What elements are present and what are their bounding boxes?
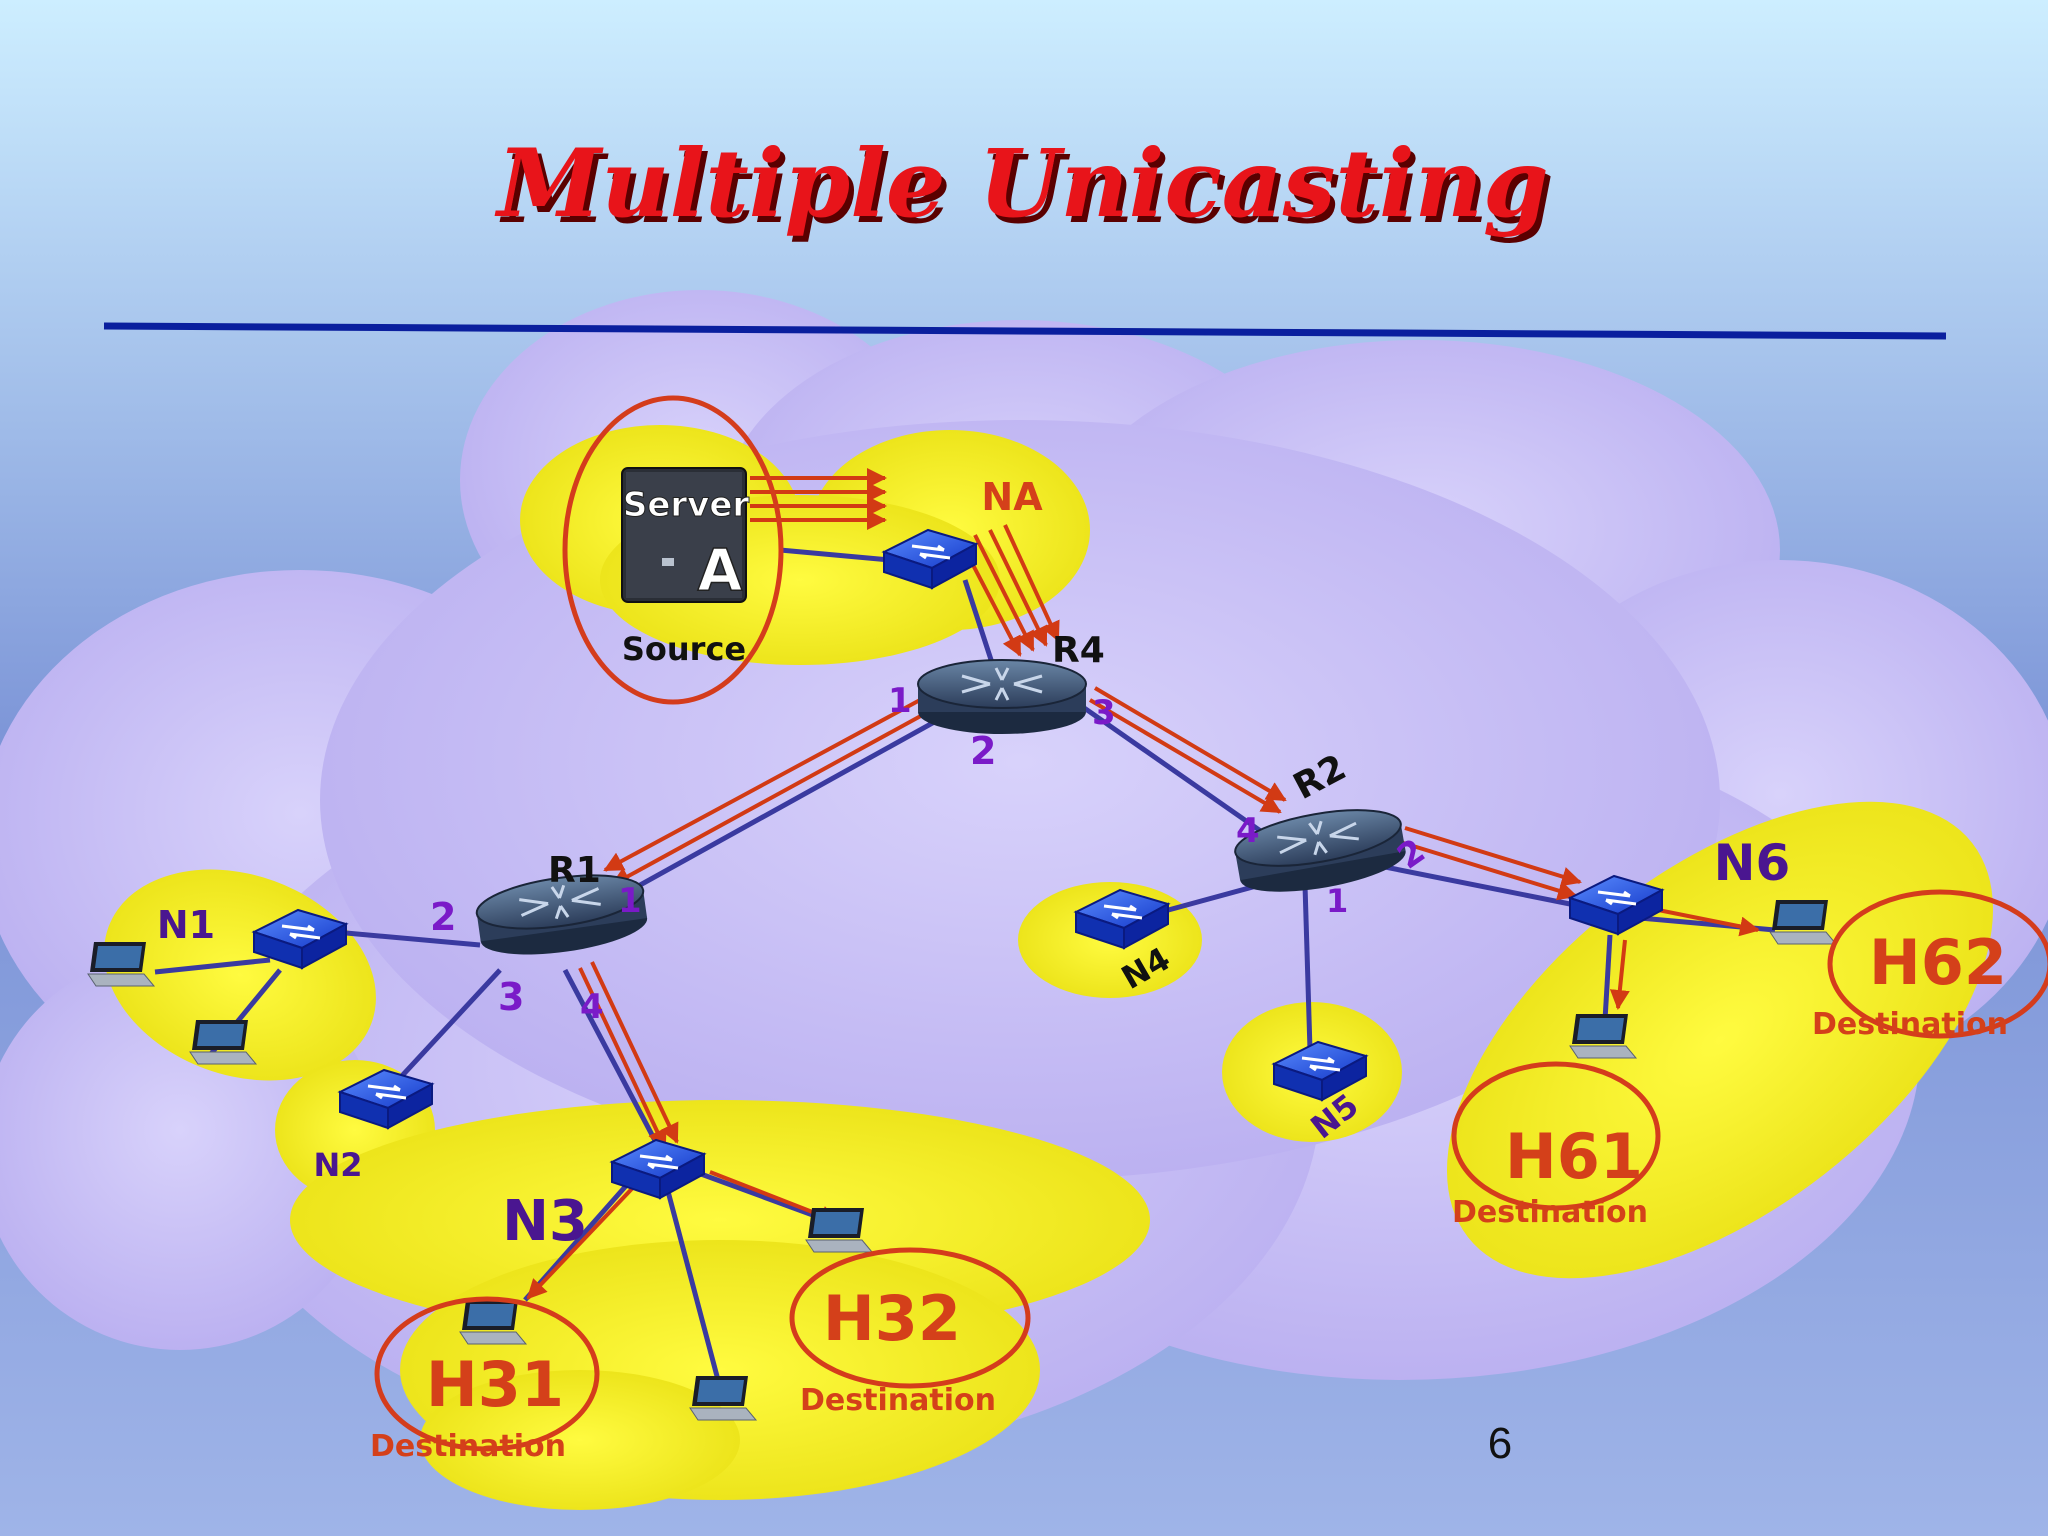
- port-label: 3: [498, 975, 524, 1019]
- host-label: H62: [1869, 926, 2007, 999]
- router-icon[interactable]: [916, 658, 1088, 736]
- host-role: Destination: [1812, 1007, 2008, 1042]
- host-role: Destination: [370, 1429, 566, 1464]
- title-divider: [103, 322, 1947, 340]
- host-h31[interactable]: H31 Destination: [370, 1296, 600, 1464]
- network-label-n2: N2: [313, 1146, 362, 1184]
- port-label: 4: [580, 987, 604, 1027]
- source-highlight: [562, 395, 784, 705]
- port-label: 3: [1092, 693, 1116, 733]
- source-label: Source: [622, 630, 746, 668]
- host-role: Destination: [800, 1383, 996, 1418]
- port-label: 2: [970, 729, 996, 773]
- router-label-r1: R1: [548, 850, 601, 891]
- host-label: H61: [1505, 1120, 1643, 1193]
- host-highlight: [1451, 1061, 1661, 1211]
- host-h32[interactable]: H32 Destination: [789, 1247, 1031, 1418]
- host-role: Destination: [1452, 1195, 1648, 1230]
- network-label-na: NA: [981, 475, 1043, 519]
- port-label: 4: [1236, 811, 1260, 851]
- network-label-n6: N6: [1714, 834, 1791, 892]
- host-highlight: [374, 1296, 600, 1452]
- host-label: H32: [823, 1282, 961, 1355]
- unicast-arrows: [526, 468, 1760, 1300]
- port-label: 2: [430, 895, 456, 939]
- page-number: 6: [1488, 1419, 1512, 1468]
- port-label: 1: [618, 881, 642, 921]
- slide-title-shadow: Multiple Unicasting: [499, 135, 1554, 245]
- slide-title: Multiple Unicasting Multiple Unicasting: [494, 129, 1554, 245]
- port-label: 1: [888, 681, 912, 721]
- port-label: 1: [1326, 882, 1348, 920]
- server-letter: A: [698, 536, 743, 604]
- network-label-n1: N1: [157, 903, 215, 947]
- network-label-n3: N3: [502, 1189, 588, 1254]
- host-h61[interactable]: H61 Destination: [1451, 1061, 1661, 1230]
- router-label-r4: R4: [1052, 630, 1105, 671]
- server-icon[interactable]: [621, 467, 747, 603]
- lan-n3: [290, 1100, 1150, 1510]
- port-labels: 1 2 3 1 2 3 4 1 2 4: [430, 681, 1433, 1027]
- lan-n6: [1446, 801, 1994, 1279]
- host-highlight: [1827, 889, 2048, 1039]
- host-highlight: [789, 1247, 1031, 1389]
- server-label: Server: [623, 485, 750, 525]
- host-h62[interactable]: H62 Destination: [1812, 889, 2048, 1042]
- slide-title-text: Multiple Unicasting: [494, 129, 1549, 239]
- host-label: H31: [426, 1348, 564, 1421]
